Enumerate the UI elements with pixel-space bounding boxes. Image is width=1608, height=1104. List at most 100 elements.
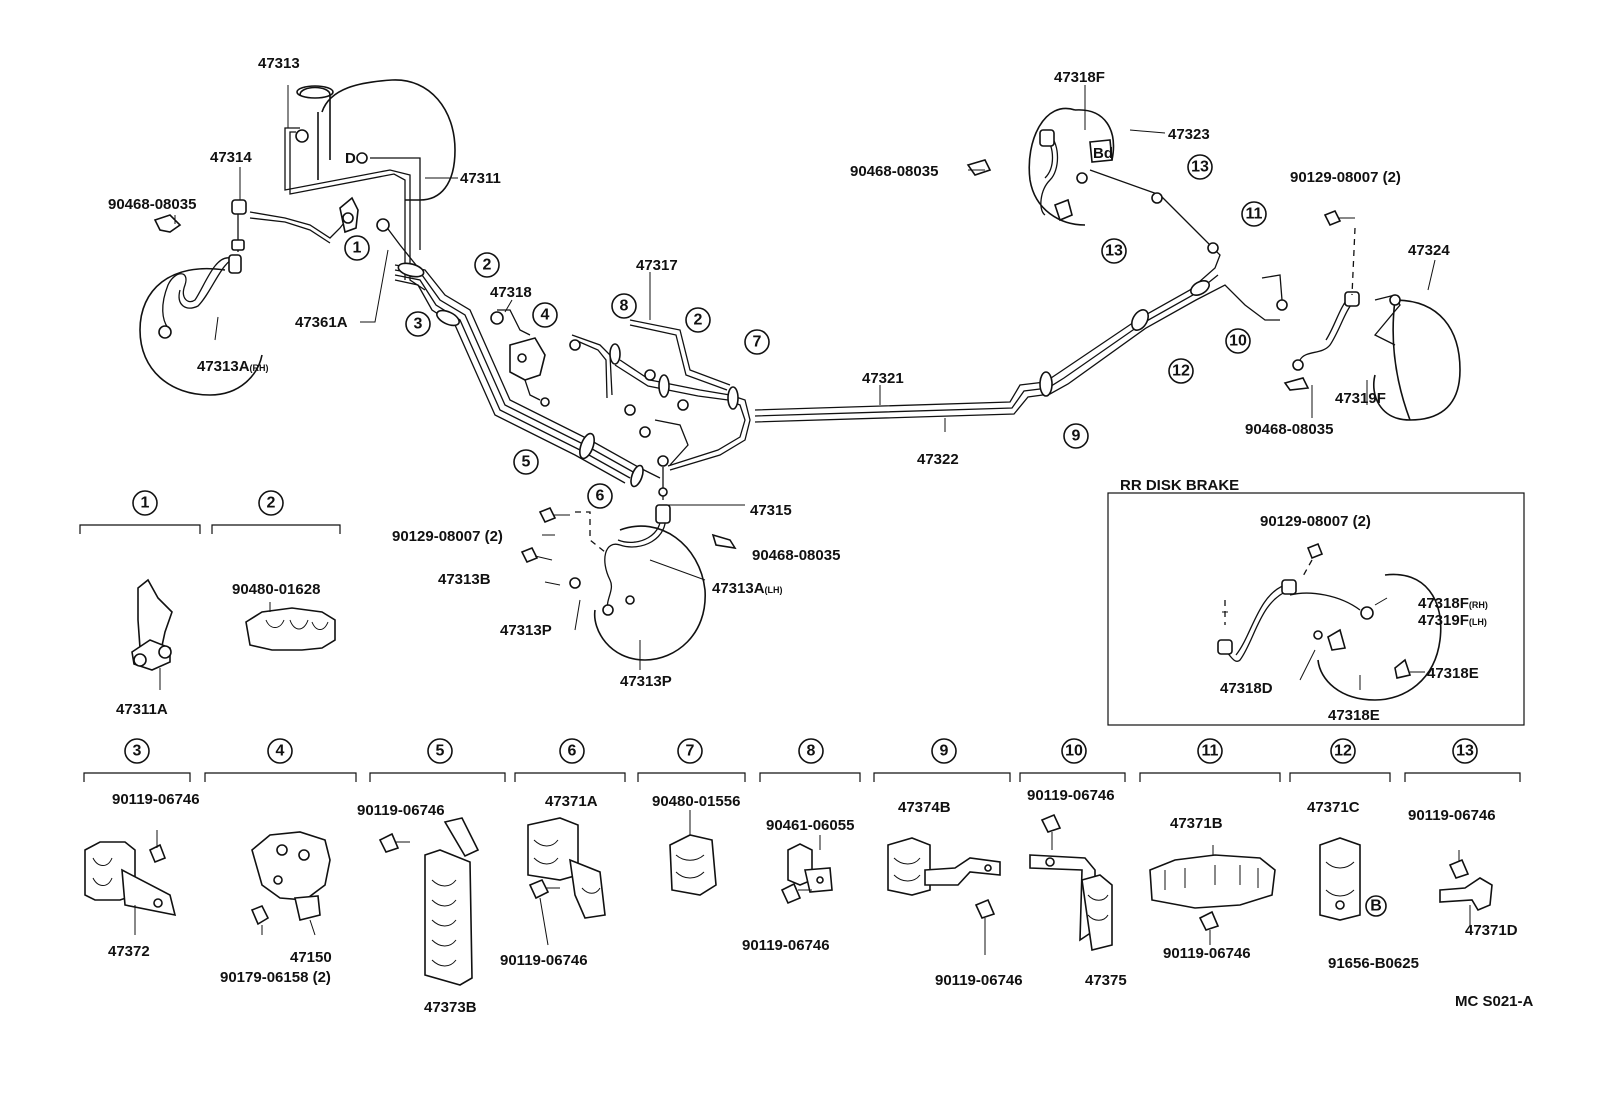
- rear-right-brake: [1283, 209, 1461, 421]
- callout-circle-5: [427, 738, 453, 764]
- label-g5-47373b: 47373B: [424, 999, 477, 1016]
- label-g3-90119: 90119-06746: [112, 791, 200, 808]
- callout-number-1: 1: [141, 495, 150, 512]
- label-47323: 47323: [1168, 126, 1210, 143]
- label-rr-47318e-a: 47318E: [1328, 707, 1380, 724]
- callout-circle-13: [1101, 238, 1127, 264]
- label-g12-b: B: [1370, 898, 1382, 915]
- callout-number-4: 4: [276, 743, 285, 760]
- front-left-brake: [139, 196, 359, 396]
- callout-circle-9: [1063, 423, 1089, 449]
- rr-disk-brake-title: RR DISK BRAKE: [1120, 477, 1239, 494]
- part-90480-01628: [245, 602, 336, 651]
- label-g12-91656: 91656-B0625: [1328, 955, 1419, 972]
- leader-lines: [174, 85, 1436, 690]
- part-47374b: [887, 837, 1001, 955]
- label-47324: 47324: [1408, 242, 1450, 259]
- label-90129-mid: 90129-08007 (2): [392, 528, 503, 545]
- callout-circle-6: [559, 738, 585, 764]
- part-47371b: [1149, 845, 1276, 945]
- label-g8-90461: 90461-06055: [766, 817, 854, 834]
- callout-number-3: 3: [414, 316, 423, 333]
- label-g11-47371b: 47371B: [1170, 815, 1223, 832]
- label-rr-47318e-b: 47318E: [1427, 665, 1479, 682]
- mark-b: Bd: [1093, 145, 1113, 162]
- label-47318f-top: 47318F: [1054, 69, 1105, 86]
- callout-number-3: 3: [133, 743, 142, 760]
- callout-circle-13: [1452, 738, 1478, 764]
- label-47313p-a: 47313P: [500, 622, 552, 639]
- label-47361a: 47361A: [295, 314, 348, 331]
- callout-number-6: 6: [596, 488, 605, 505]
- label-47318: 47318: [490, 284, 532, 301]
- callout-number-6: 6: [568, 743, 577, 760]
- part-90480-01556: [669, 810, 717, 896]
- part-47375: [1029, 813, 1113, 951]
- label-47314: 47314: [210, 149, 252, 166]
- master-cylinder-area: D: [284, 79, 456, 291]
- label-90468-mid: 90468-08035: [752, 547, 840, 564]
- label-47311: 47311: [460, 170, 501, 187]
- footer-code: MC S021-A: [1455, 993, 1534, 1010]
- callout-circle-11: [1197, 738, 1223, 764]
- label-47317: 47317: [636, 257, 678, 274]
- label-g8-90119: 90119-06746: [742, 937, 830, 954]
- part-47372: [84, 830, 177, 935]
- callout-circle-4: [532, 302, 558, 328]
- callout-number-7: 7: [753, 334, 762, 351]
- group-brackets: [79, 524, 1521, 782]
- center-valve-area: [490, 309, 751, 500]
- callout-number-11: 11: [1202, 743, 1219, 760]
- callout-number-13: 13: [1105, 243, 1123, 260]
- callout-number-8: 8: [620, 298, 629, 315]
- callout-circle-9: [931, 738, 957, 764]
- callout-number-7: 7: [686, 743, 695, 760]
- callout-circle-2: [474, 252, 500, 278]
- callout-number-12: 12: [1172, 363, 1190, 380]
- callout-number-8: 8: [807, 743, 816, 760]
- callout-circle-11: [1241, 201, 1267, 227]
- label-g6-90119: 90119-06746: [500, 952, 588, 969]
- label-47313b: 47313B: [438, 571, 491, 588]
- label-g9-90119: 90119-06746: [935, 972, 1023, 989]
- callout-number-10: 10: [1065, 743, 1083, 760]
- callout-circle-7: [744, 329, 770, 355]
- callout-circle-13: [1187, 154, 1213, 180]
- callout-circle-1: [132, 490, 158, 516]
- label-g3-47372: 47372: [108, 943, 150, 960]
- callout-number-13: 13: [1191, 159, 1209, 176]
- part-47150: [250, 831, 331, 936]
- label-47315: 47315: [750, 502, 792, 519]
- label-47313: 47313: [258, 55, 300, 72]
- label-90468-tl: 90468-08035: [108, 196, 196, 213]
- label-rr-47319f: 47319F(LH): [1418, 612, 1487, 629]
- label-g10-90119: 90119-06746: [1027, 787, 1115, 804]
- label-rr-47318d: 47318D: [1220, 680, 1273, 697]
- rear-upper-brake: Bd: [966, 107, 1115, 226]
- callout-circle-2: [258, 490, 284, 516]
- rr-disk-brake-inset: [1217, 542, 1442, 701]
- label-90468-rr: 90468-08035: [1245, 421, 1333, 438]
- label-47321: 47321: [862, 370, 904, 387]
- label-g13-47371d: 47371D: [1465, 922, 1518, 939]
- callout-number-11: 11: [1246, 206, 1263, 223]
- label-g4-47150: 47150: [290, 949, 332, 966]
- label-g5-90119: 90119-06746: [357, 802, 445, 819]
- callout-circle-3: [405, 311, 431, 337]
- label-rr-90129: 90129-08007 (2): [1260, 513, 1371, 530]
- label-47322: 47322: [917, 451, 959, 468]
- callout-circle-2: [685, 307, 711, 333]
- callout-number-13: 13: [1456, 743, 1474, 760]
- label-g9-47374b: 47374B: [898, 799, 951, 816]
- callout-number-2: 2: [267, 495, 276, 512]
- callout-circle-3: [124, 738, 150, 764]
- label-90468-tr: 90468-08035: [850, 163, 938, 180]
- master-cyl-mark: D: [345, 150, 356, 167]
- callout-circle-6: [587, 483, 613, 509]
- callout-circle-8: [611, 293, 637, 319]
- callout-circle-1: [344, 235, 370, 261]
- label-g4-90179: 90179-06158 (2): [220, 969, 331, 986]
- callout-circle-8: [798, 738, 824, 764]
- part-47373b: [378, 817, 480, 986]
